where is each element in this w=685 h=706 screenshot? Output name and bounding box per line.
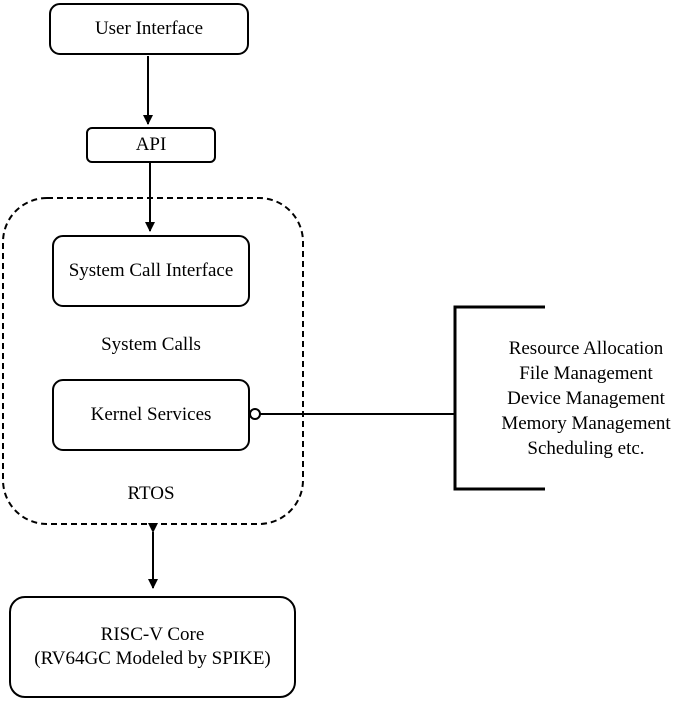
kernel-function-item: File Management: [519, 363, 653, 384]
system-calls-label: System Calls: [101, 334, 201, 355]
risc-v-core-subtitle: (RV64GC Modeled by SPIKE): [34, 648, 271, 669]
kernel-services-box: Kernel Services: [52, 379, 250, 451]
kernel-connector-port: [249, 408, 261, 420]
kernel-function-item: Memory Management: [501, 413, 671, 434]
api-box: API: [86, 127, 216, 163]
kernel-function-item: Device Management: [507, 388, 665, 409]
system-call-interface-box: System Call Interface: [52, 235, 250, 307]
api-label: API: [135, 134, 167, 156]
kernel-functions-list: Resource Allocation File Management Devi…: [486, 336, 685, 461]
kernel-services-label: Kernel Services: [90, 404, 212, 426]
risc-v-core-box: RISC-V Core (RV64GC Modeled by SPIKE): [9, 596, 296, 698]
user-interface-label: User Interface: [94, 18, 204, 40]
user-interface-box: User Interface: [49, 3, 249, 55]
kernel-function-item: Resource Allocation: [508, 338, 664, 359]
kernel-function-item: Scheduling etc.: [527, 438, 645, 459]
risc-v-core-title: RISC-V Core: [100, 624, 205, 646]
kernel-functions-bracket: [453, 305, 545, 491]
system-call-interface-label: System Call Interface: [68, 260, 234, 282]
rtos-label: RTOS: [127, 483, 175, 504]
